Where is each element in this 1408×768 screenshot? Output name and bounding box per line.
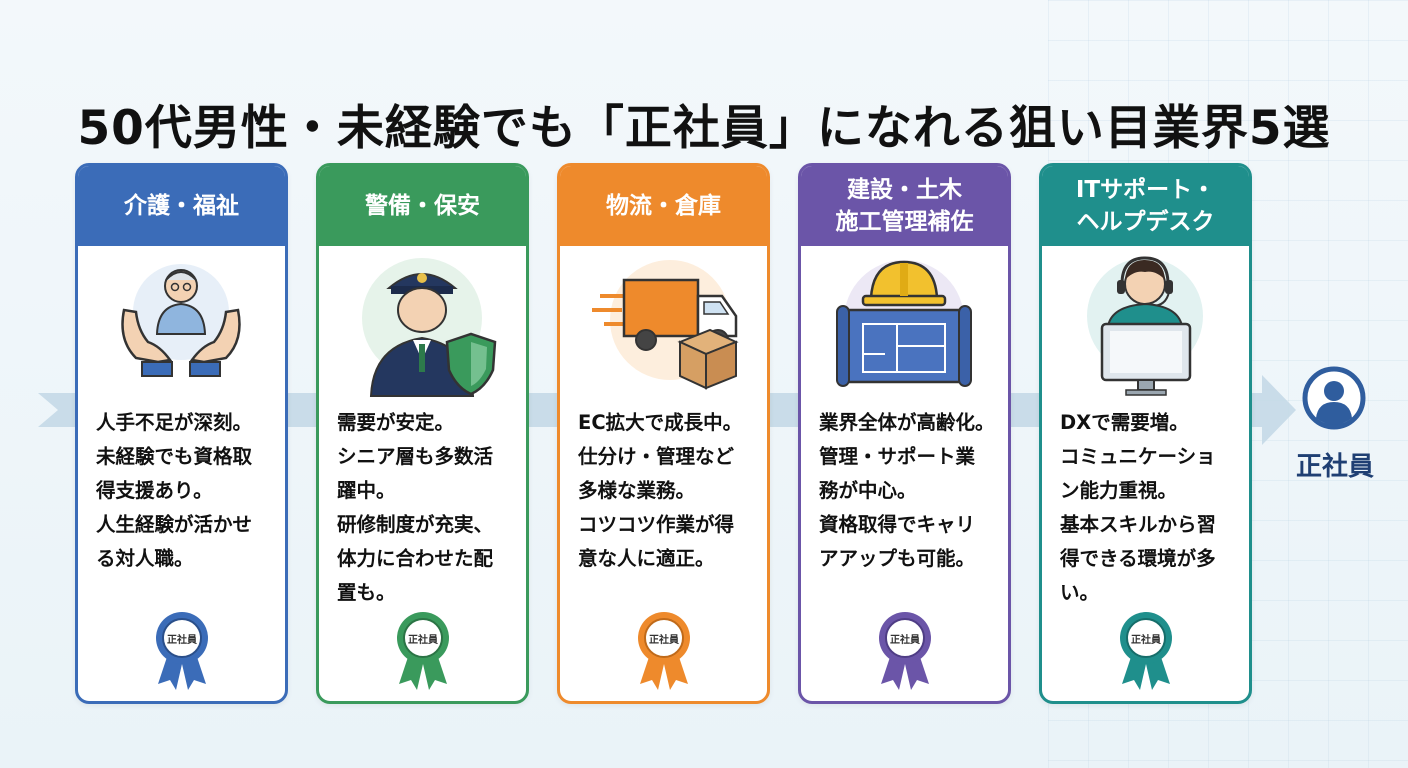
caring-hands-elder-icon	[121, 264, 241, 377]
card-title-line: ヘルプデスク	[1076, 209, 1215, 235]
card-title-line: 施工管理補佐	[835, 209, 974, 235]
desc-line: 業界全体が高齢化。	[819, 411, 995, 434]
card-description: 需要が安定。 シニア層も多数活 躍中。 研修制度が充実、 体力に合わせた配 置も…	[337, 406, 516, 610]
card-header: ITサポート・ ヘルプデスク	[1042, 166, 1249, 246]
desc-line: い。	[1060, 581, 1100, 604]
desc-line: 管理・サポート業	[819, 445, 976, 468]
desc-line: 務が中心。	[819, 479, 917, 502]
rosette-badge-icon: 正社員	[632, 610, 696, 692]
card-title-line: 建設・土木	[847, 177, 962, 203]
hardhat-blueprint-icon	[836, 260, 972, 387]
card-header: 警備・保安	[319, 166, 526, 246]
card-security: 警備・保安 需要が安定。 シニア層も多数活 躍中。 研修制度が充実、 体力に合わ…	[316, 163, 529, 704]
desc-line: 人手不足が深刻。	[96, 411, 253, 434]
headset-operator-monitor-icon	[1087, 256, 1203, 396]
delivery-truck-box-icon	[592, 260, 739, 390]
card-care-welfare: 介護・福祉 人手不足が深刻。 未経験でも資格取 得支援あり。 人生経験が活かせ …	[75, 163, 288, 704]
desc-line: 多様な業務。	[578, 479, 696, 502]
rosette-badge-icon: 正社員	[873, 610, 937, 692]
badge-label: 正社員	[1131, 635, 1161, 646]
card-header: 建設・土木 施工管理補佐	[801, 166, 1008, 246]
goal-label: 正社員	[1295, 452, 1374, 482]
desc-line: 未経験でも資格取	[96, 445, 253, 468]
desc-line: コミュニケーショ	[1060, 445, 1216, 468]
desc-line: 仕分け・管理など	[578, 445, 735, 468]
desc-line: アアップも可能。	[819, 547, 976, 570]
card-description: 人手不足が深刻。 未経験でも資格取 得支援あり。 人生経験が活かせ る対人職。	[96, 406, 275, 576]
card-construction: 建設・土木 施工管理補佐 業界全体が高齢化。 管理・サポート業 務が中心。 資格…	[798, 163, 1011, 704]
badge-label: 正社員	[167, 635, 197, 646]
badge-label: 正社員	[890, 635, 920, 646]
desc-line: EC拡大で成長中。	[578, 411, 743, 434]
rosette-badge-icon: 正社員	[391, 610, 455, 692]
card-title-line: 物流・倉庫	[606, 193, 721, 219]
rosette-badge-icon: 正社員	[150, 610, 214, 692]
desc-line: コツコツ作業が得	[578, 513, 735, 536]
badge-label: 正社員	[408, 635, 438, 646]
card-title-line: ITサポート・	[1075, 177, 1216, 203]
desc-line: 人生経験が活かせ	[96, 513, 253, 536]
desc-line: 資格取得でキャリ	[819, 513, 976, 536]
card-title-line: 介護・福祉	[124, 193, 239, 219]
desc-line: 置も。	[337, 581, 396, 604]
person-circle-icon	[1302, 366, 1366, 430]
card-logistics: 物流・倉庫 EC拡大で成長中。 仕分け・管理など 多様な業務。 コツコツ作業が得…	[557, 163, 770, 704]
security-guard-shield-icon	[362, 258, 497, 397]
card-it-support: ITサポート・ ヘルプデスク DXで需要増。 コミュニケーショ ン能力重視。 基…	[1039, 163, 1252, 704]
desc-line: 研修制度が充実、	[337, 513, 494, 536]
badge-label: 正社員	[649, 635, 679, 646]
desc-line: 需要が安定。	[337, 411, 455, 434]
card-title-line: 警備・保安	[365, 193, 480, 219]
card-description: EC拡大で成長中。 仕分け・管理など 多様な業務。 コツコツ作業が得 意な人に適…	[578, 406, 757, 576]
rosette-badge-icon: 正社員	[1114, 610, 1178, 692]
page-title: 50代男性・未経験でも「正社員」になれる狙い目業界5選	[77, 101, 1331, 157]
desc-line: 体力に合わせた配	[337, 547, 494, 570]
desc-line: シニア層も多数活	[337, 445, 494, 468]
card-header: 物流・倉庫	[560, 166, 767, 246]
desc-line: 得できる環境が多	[1060, 547, 1216, 570]
desc-line: 躍中。	[337, 479, 396, 502]
card-description: DXで需要増。 コミュニケーショ ン能力重視。 基本スキルから習 得できる環境が…	[1060, 406, 1239, 610]
desc-line: DXで需要増。	[1060, 411, 1189, 434]
card-description: 業界全体が高齢化。 管理・サポート業 務が中心。 資格取得でキャリ アアップも可…	[819, 406, 998, 576]
card-header: 介護・福祉	[78, 166, 285, 246]
desc-line: る対人職。	[96, 547, 194, 570]
desc-line: 意な人に適正。	[578, 547, 715, 570]
desc-line: ン能力重視。	[1060, 479, 1178, 502]
desc-line: 基本スキルから習	[1060, 513, 1217, 536]
desc-line: 得支援あり。	[96, 479, 213, 502]
